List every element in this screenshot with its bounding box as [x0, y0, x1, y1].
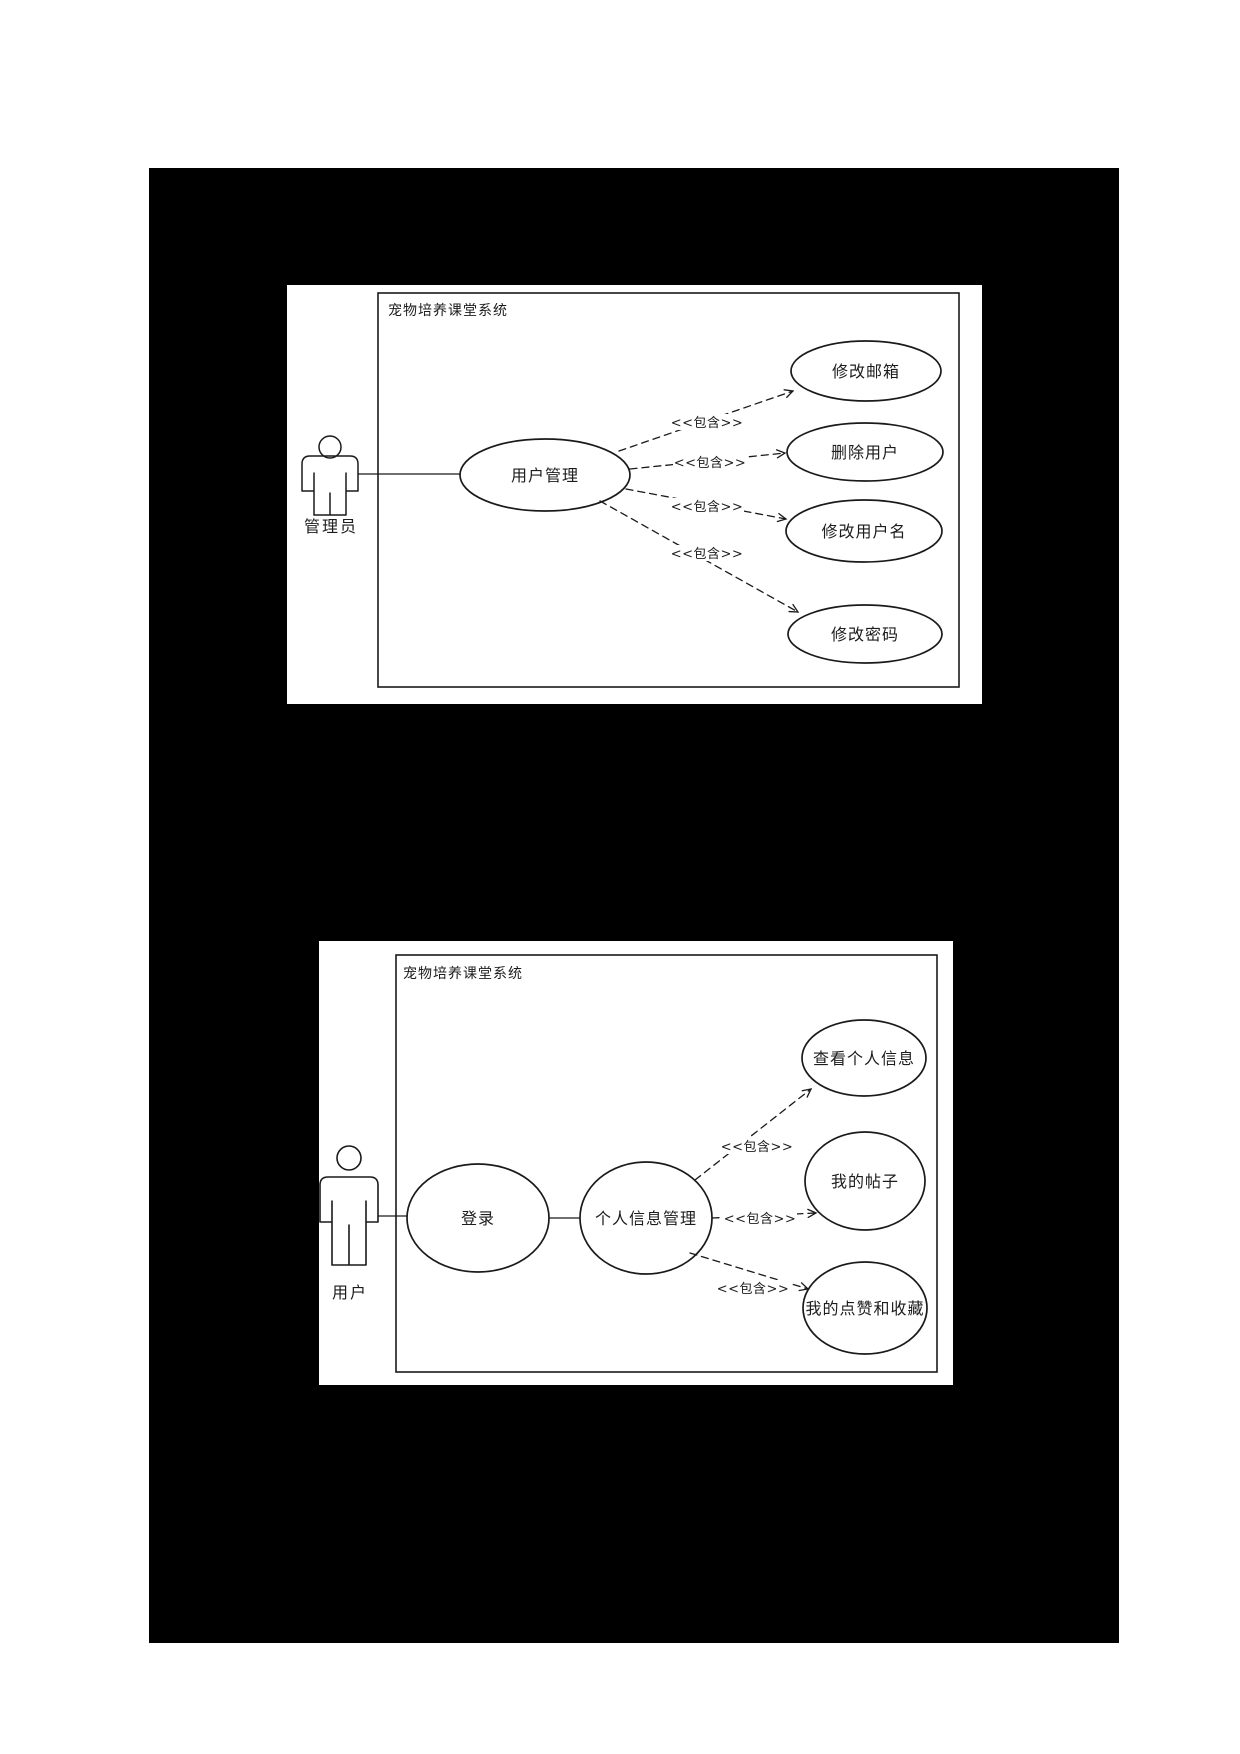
usecase-ellipse [785, 499, 943, 563]
usecase-ellipse [802, 1261, 928, 1355]
actor-head [336, 1145, 362, 1171]
include-label-text: <<包含>> [671, 546, 744, 562]
diagram1-svg: 宠物培养课堂系统 管理员 用户管理 <<包含>> <<包含>> [301, 292, 960, 688]
user-actor-icon [319, 1145, 379, 1266]
usecase-label: 删除用户 [831, 443, 899, 462]
usecase-label: 个人信息管理 [595, 1209, 697, 1228]
include-label-text: <<包含>> [671, 415, 744, 431]
include-label-2: <<包含>> [723, 1210, 797, 1227]
diagram2-svg: 宠物培养课堂系统 用户 登录 个人信息管理 <<包含>> [319, 954, 938, 1373]
usecase-label: 用户管理 [511, 466, 579, 485]
include-label-text: <<包含>> [724, 1211, 797, 1227]
system-title: 宠物培养课堂系统 [388, 303, 508, 319]
usecase-ellipse [801, 1019, 927, 1097]
include-arrow-view-profile [694, 1088, 813, 1181]
label-bg [670, 545, 744, 561]
actor-body [319, 1176, 379, 1266]
usecase-login: 登录 [406, 1163, 550, 1273]
include-label-text: <<包含>> [671, 499, 744, 515]
usecase-ellipse [786, 422, 944, 482]
label-bg [723, 1210, 797, 1226]
usecase-label: 查看个人信息 [813, 1049, 915, 1068]
usecase-my-likes-favorites: 我的点赞和收藏 [802, 1261, 928, 1355]
include-arrow-modify-username [625, 488, 788, 523]
usecase-view-profile: 查看个人信息 [801, 1019, 927, 1097]
include-label-text: <<包含>> [674, 455, 747, 471]
include-label-text: <<包含>> [721, 1139, 794, 1155]
actor-head [318, 435, 342, 459]
usecase-label: 修改邮箱 [832, 362, 900, 381]
label-bg [670, 414, 744, 430]
system-boundary [377, 292, 960, 688]
admin-actor-label: 管理员 [304, 517, 358, 536]
system-boundary [395, 954, 938, 1373]
usecase-my-posts: 我的帖子 [804, 1131, 926, 1231]
include-label-4: <<包含>> [670, 545, 744, 562]
usecase-profile-management: 个人信息管理 [579, 1161, 713, 1275]
usecase-label: 我的帖子 [831, 1172, 899, 1191]
usecase-modify-email: 修改邮箱 [790, 340, 942, 402]
usecase-modify-password: 修改密码 [787, 604, 943, 664]
usecase-label: 修改密码 [831, 625, 899, 644]
usecase-delete-user: 删除用户 [786, 422, 944, 482]
usecase-label: 修改用户名 [821, 522, 906, 541]
user-actor-label: 用户 [332, 1283, 368, 1302]
system-title: 宠物培养课堂系统 [403, 966, 523, 982]
include-arrow-modify-email [618, 389, 795, 452]
usecase-ellipse [804, 1131, 926, 1231]
include-label-1: <<包含>> [720, 1138, 794, 1155]
usecase-ellipse [406, 1163, 550, 1273]
diagram2-panel: 宠物培养课堂系统 用户 登录 个人信息管理 <<包含>> [319, 941, 953, 1385]
diagram1-panel: 宠物培养课堂系统 管理员 用户管理 <<包含>> <<包含>> [287, 285, 982, 704]
usecase-user-management: 用户管理 [459, 438, 631, 512]
label-bg [673, 454, 747, 470]
label-bg [716, 1280, 790, 1296]
usecase-ellipse [790, 340, 942, 402]
usecase-ellipse [787, 604, 943, 664]
usecase-ellipse [459, 438, 631, 512]
admin-actor-icon [301, 435, 359, 516]
include-label-1: <<包含>> [670, 414, 744, 431]
include-label-3: <<包含>> [716, 1280, 790, 1297]
label-bg [670, 498, 744, 514]
include-label-text: <<包含>> [717, 1281, 790, 1297]
usecase-label: 我的点赞和收藏 [805, 1299, 924, 1318]
include-label-2: <<包含>> [673, 454, 747, 471]
usecase-label: 登录 [461, 1209, 495, 1228]
usecase-modify-username: 修改用户名 [785, 499, 943, 563]
include-label-3: <<包含>> [670, 498, 744, 515]
actor-body [301, 455, 359, 516]
label-bg [720, 1138, 794, 1154]
